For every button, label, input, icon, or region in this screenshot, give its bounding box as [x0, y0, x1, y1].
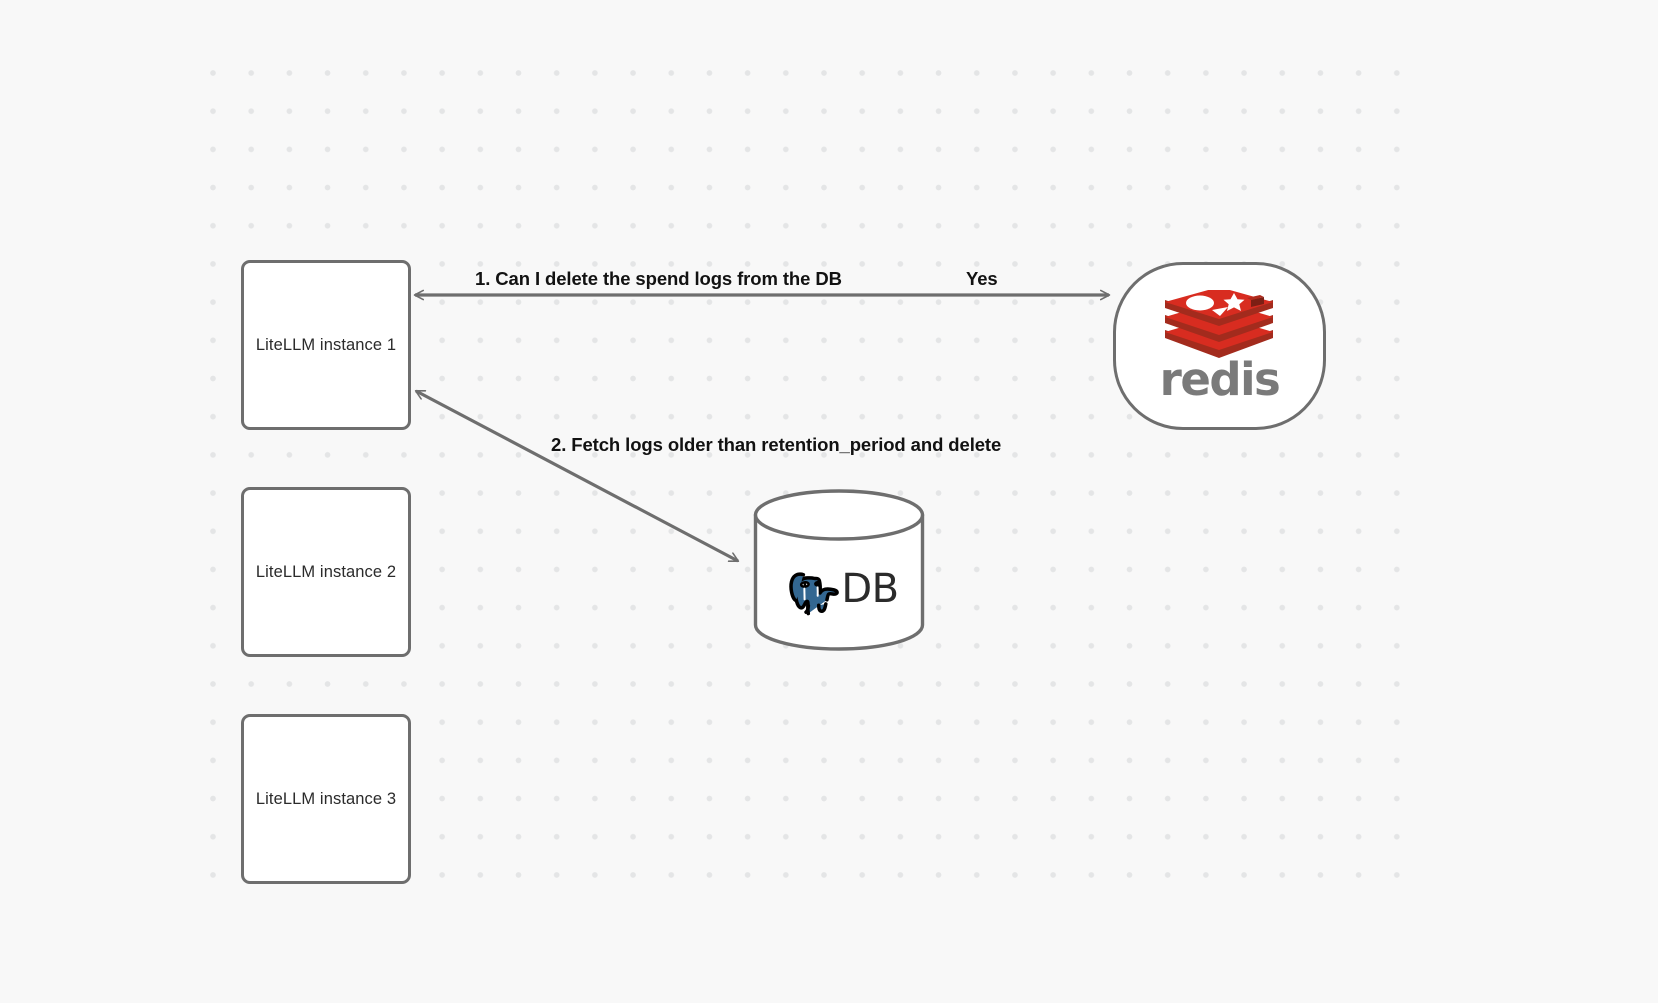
- node-litellm-instance-2-label: LiteLLM instance 2: [255, 562, 397, 581]
- edge-label-fetch-delete: 2. Fetch logs older than retention_perio…: [551, 434, 1002, 455]
- node-litellm-instance-3-label: LiteLLM instance 3: [255, 789, 397, 808]
- node-litellm-instance-3[interactable]: LiteLLM instance 3: [241, 714, 411, 884]
- node-redis[interactable]: redis: [1113, 262, 1326, 430]
- node-litellm-instance-1-label: LiteLLM instance 1: [255, 335, 397, 354]
- cylinder-shape: [753, 489, 925, 651]
- edge-label-response: Yes: [966, 268, 998, 289]
- node-litellm-instance-1[interactable]: LiteLLM instance 1: [241, 260, 411, 430]
- redis-logo: redis: [1159, 290, 1281, 407]
- database-label: DB: [841, 566, 899, 612]
- edge-label-request: 1. Can I delete the spend logs from the …: [475, 268, 842, 289]
- redis-wordmark: redis: [1159, 353, 1281, 407]
- edge-litellm1-database: [414, 389, 740, 563]
- node-database[interactable]: DB: [753, 489, 925, 651]
- database-logo: DB: [753, 541, 925, 637]
- redis-stacked-cube-icon: [1165, 290, 1274, 359]
- postgresql-elephant-icon: [789, 572, 840, 616]
- node-litellm-instance-2[interactable]: LiteLLM instance 2: [241, 487, 411, 657]
